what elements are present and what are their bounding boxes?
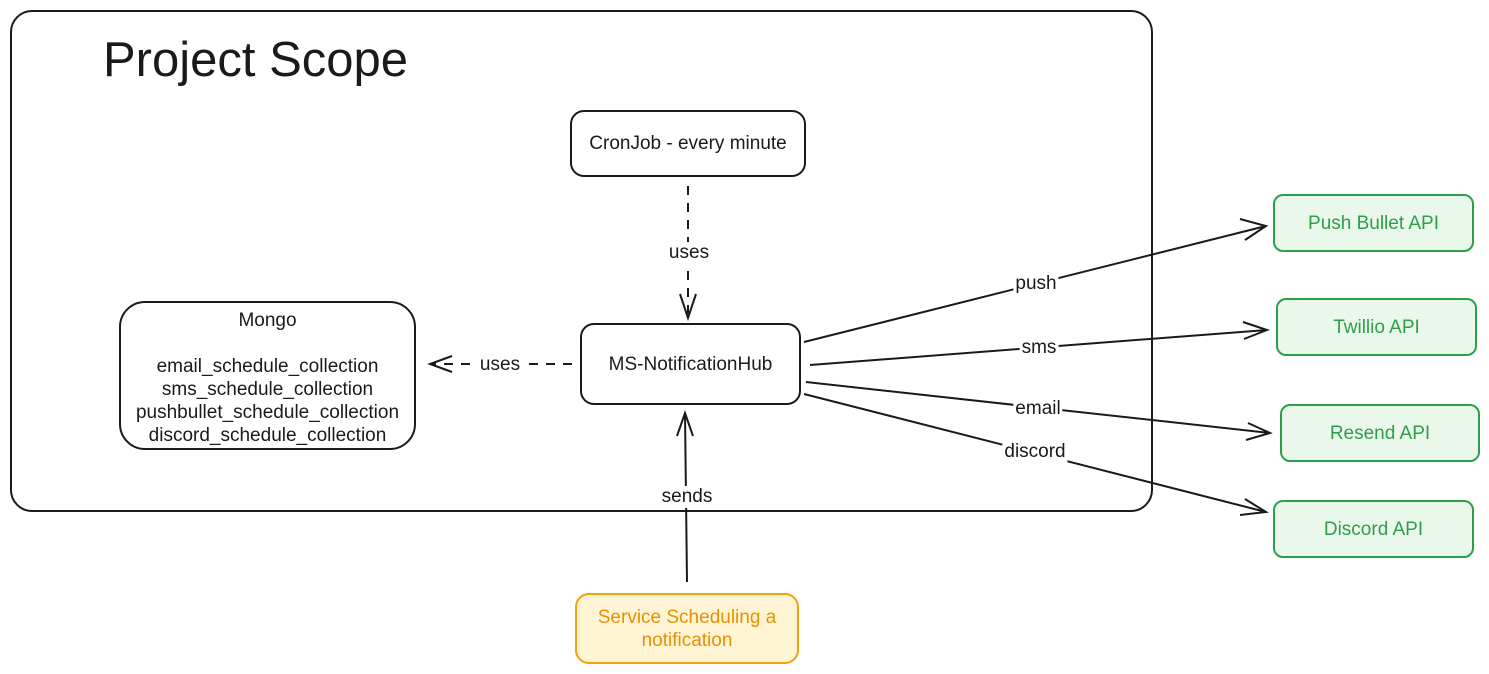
discord-api-node: Discord API: [1273, 500, 1474, 558]
mongo-collection: discord_schedule_collection: [148, 425, 387, 446]
edge-label-sends: sends: [659, 486, 715, 508]
mongo-collection: pushbullet_schedule_collection: [135, 402, 400, 423]
scope-title: Project Scope: [103, 33, 409, 87]
arrowhead-discord: [1239, 498, 1269, 516]
edge-label-push: push: [1013, 273, 1059, 295]
mongo-collection: email_schedule_collection: [156, 356, 379, 377]
pushbullet-api-node: Push Bullet API: [1273, 194, 1474, 252]
project-scope-boundary: [10, 10, 1153, 512]
arrowhead-service-sends-hub: [676, 409, 694, 437]
arrowhead-push: [1239, 218, 1269, 241]
twilio-api-label: Twillio API: [1333, 316, 1420, 338]
resend-api-label: Resend API: [1329, 422, 1431, 444]
edge-label-email: email: [1013, 398, 1063, 420]
scheduling-service-label-line1: Service Scheduling a: [597, 606, 777, 628]
pushbullet-api-label: Push Bullet API: [1308, 212, 1439, 234]
notification-hub-label: MS-NotificationHub: [608, 353, 773, 375]
scheduling-service-label-line2: notification: [641, 629, 733, 651]
twilio-api-node: Twillio API: [1276, 298, 1477, 356]
edge-label-discord: discord: [1002, 441, 1068, 463]
mongo-collection: sms_schedule_collection: [161, 379, 374, 400]
resend-api-node: Resend API: [1280, 404, 1480, 462]
arrowhead-cron-uses-hub: [679, 293, 697, 322]
arrowhead-hub-uses-mongo: [427, 355, 453, 373]
discord-api-label: Discord API: [1323, 518, 1424, 540]
cronjob-label: CronJob - every minute: [589, 133, 787, 154]
edge-label-cron-uses: uses: [666, 242, 712, 264]
scheduling-service-node: Service Scheduling a notification: [575, 593, 799, 664]
arrowhead-email: [1245, 422, 1273, 441]
edge-label-sms: sms: [1019, 337, 1059, 359]
cronjob-node: CronJob - every minute: [570, 110, 806, 177]
edge-label-mongo-uses: uses: [477, 354, 523, 376]
notification-hub-node: MS-NotificationHub: [580, 323, 801, 405]
arrowhead-sms: [1242, 321, 1270, 340]
mongo-node: Mongo email_schedule_collection sms_sche…: [119, 301, 416, 450]
mongo-title: Mongo: [238, 310, 297, 331]
